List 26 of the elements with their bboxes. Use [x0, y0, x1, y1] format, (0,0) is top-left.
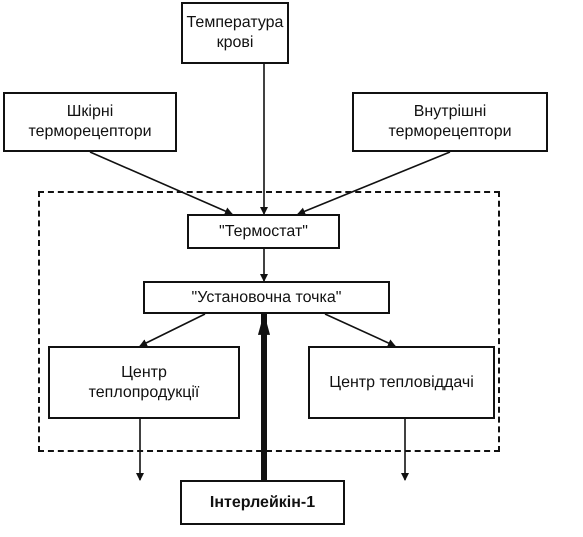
arrow [401, 419, 409, 481]
process-box [143, 281, 390, 314]
box-label: Центр теплопродукції [88, 362, 200, 402]
arrow [139, 313, 206, 347]
process-box [187, 214, 340, 249]
box-label: Центр тепловіддачі [328, 372, 475, 392]
process-box [308, 346, 495, 419]
arrow [324, 313, 396, 347]
process-box [181, 2, 289, 64]
arrow [258, 312, 270, 480]
box-label: "Установочна точка" [190, 288, 342, 308]
group-frame [38, 191, 500, 452]
process-box [180, 480, 345, 525]
process-box [352, 92, 548, 152]
process-box [3, 92, 177, 152]
box-label: Інтерлейкін-1 [208, 492, 316, 512]
box-label: "Термостат" [218, 222, 309, 242]
arrow [260, 64, 268, 215]
arrow [90, 151, 233, 215]
process-box [48, 346, 240, 419]
box-label: Температура крові [186, 13, 284, 53]
arrow [136, 419, 144, 481]
arrow [260, 249, 268, 282]
box-label: Шкірні терморецептори [27, 102, 153, 142]
arrow [297, 151, 450, 216]
box-label: Внутрішні терморецептори [387, 102, 513, 142]
